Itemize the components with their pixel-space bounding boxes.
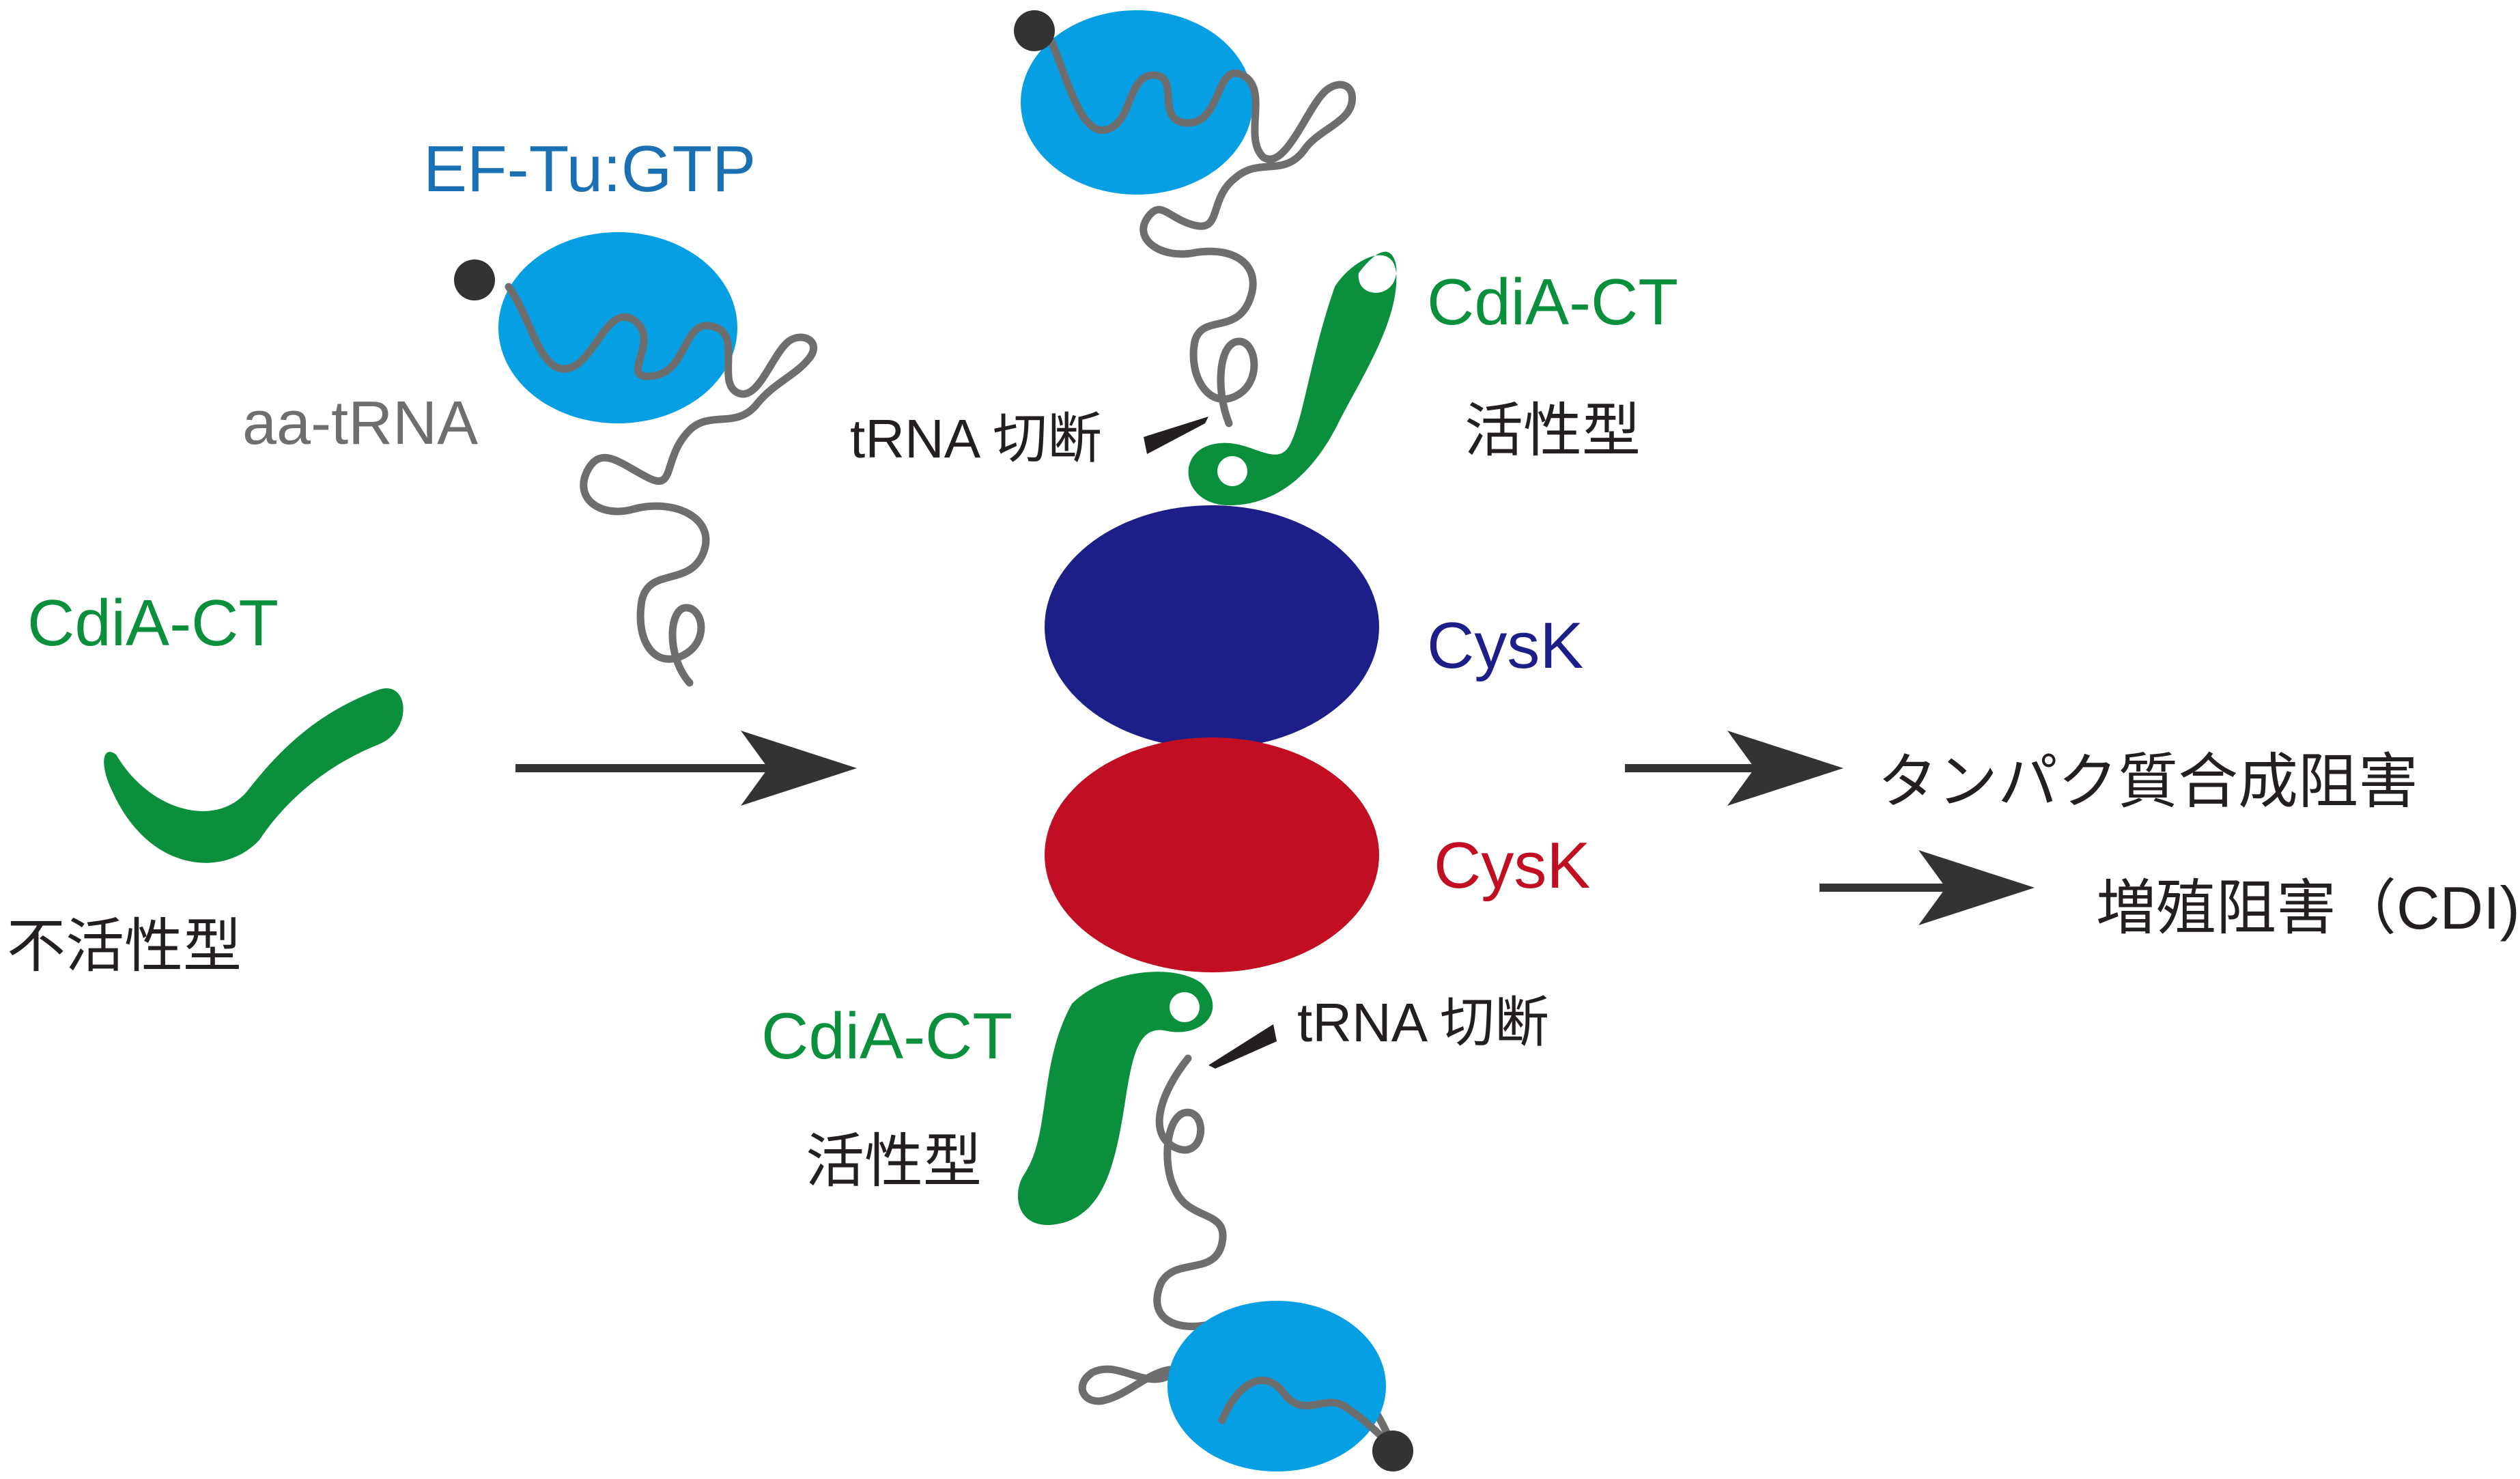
arrow-right-icon (515, 731, 857, 806)
inactive-cdia-ct-shape (104, 688, 404, 863)
cdia-ct-active-site-top (1217, 456, 1247, 486)
trna-squiggle-bottom-overlay (1218, 1377, 1397, 1452)
trna-squiggle (505, 283, 817, 687)
ef-tu-blob-top (1021, 10, 1253, 195)
ef-tu-gtp-label: EF-Tu:GTP (423, 132, 756, 206)
ef-tu-blob (498, 232, 737, 423)
arrow-right-icon (1820, 850, 2035, 925)
cdia-ct-active-bottom-shape (1017, 972, 1213, 1225)
cysk-top-label: CysK (1427, 609, 1583, 682)
amino-acid-dot-bottom (1372, 1431, 1413, 1471)
amino-acid-dot (454, 259, 495, 300)
trna-cleavage-bottom-label: tRNA 切断 (1297, 992, 1549, 1053)
cysk-bottom-label: CysK (1434, 829, 1590, 902)
cdia-ct-bottom-label: CdiA-CT (761, 1000, 1013, 1073)
cdia-ct-top-label: CdiA-CT (1427, 266, 1678, 339)
active-form-bottom-label: 活性型 (806, 1129, 982, 1194)
trna-squiggle-top (1044, 30, 1356, 427)
cdia-ct-active-site-bottom (1170, 992, 1200, 1022)
active-form-top-label: 活性型 (1464, 398, 1641, 464)
cysk-bottom-ellipse (1045, 737, 1379, 972)
arrow-right-icon (1625, 731, 1843, 806)
inactive-form-label: 不活性型 (7, 914, 242, 979)
cleavage-wedge-icon-top (1144, 417, 1208, 454)
aa-trna-label: aa-tRNA (242, 389, 478, 457)
protein-synthesis-inhibition-label: タンパク質合成阻害 (1878, 748, 2418, 815)
cleavage-wedge-icon-bottom (1208, 1024, 1277, 1069)
cysk-top-ellipse (1045, 505, 1379, 748)
cdia-ct-active-top-shape (1188, 251, 1397, 505)
trna-cleavage-top-label: tRNA 切断 (850, 408, 1102, 469)
cdia-ct-inactive-label: CdiA-CT (27, 587, 279, 660)
growth-inhibition-label: 増殖阻害（CDI) (2096, 874, 2520, 942)
amino-acid-dot-top (1014, 10, 1055, 51)
